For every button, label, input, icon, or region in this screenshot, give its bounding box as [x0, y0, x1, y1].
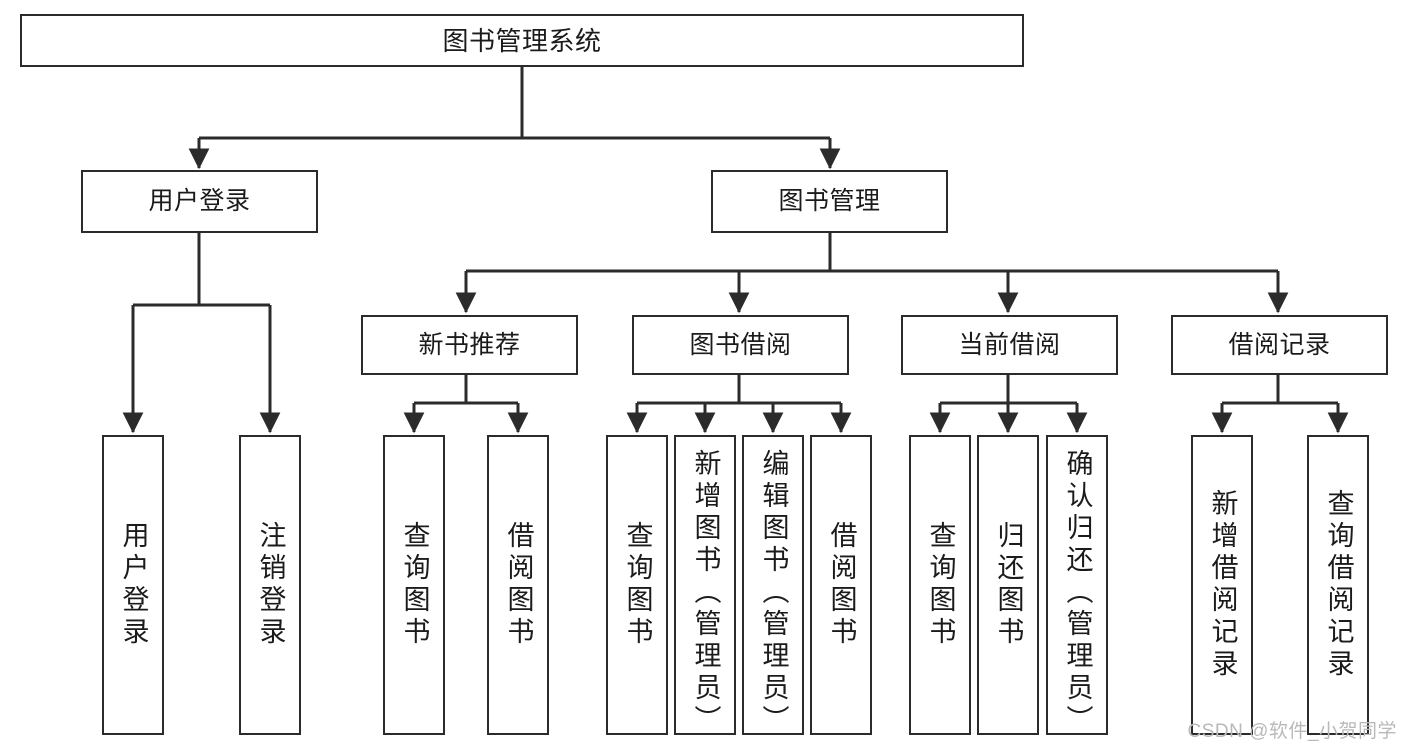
node-leaf-return-book-label: 归还图书 [993, 521, 1024, 649]
node-borrow-record-label: 借阅记录 [1228, 330, 1331, 359]
node-leaf-query-book-3-label: 查询图书 [925, 521, 956, 649]
node-book-manage-label: 图书管理 [778, 187, 881, 215]
node-borrow-record[interactable]: 借阅记录 [1171, 315, 1388, 375]
node-leaf-edit-book-admin-label: 编辑图书（管理员） [758, 449, 789, 737]
node-leaf-borrow-book-2-label: 借阅图书 [826, 521, 857, 649]
node-leaf-add-book-admin[interactable]: 新增图书（管理员） [674, 435, 736, 737]
node-book-borrow-label: 图书借阅 [689, 330, 792, 359]
node-leaf-user-login-label: 用户登录 [118, 521, 149, 649]
node-leaf-borrow-book-1[interactable]: 借阅图书 [487, 435, 549, 735]
node-leaf-borrow-book-1-label: 借阅图书 [503, 521, 534, 649]
node-leaf-logout-login-label: 注销登录 [255, 521, 286, 649]
node-book-borrow[interactable]: 图书借阅 [632, 315, 849, 375]
node-leaf-edit-book-admin[interactable]: 编辑图书（管理员） [742, 435, 804, 737]
node-leaf-query-borrow-record[interactable]: 查询借阅记录 [1307, 435, 1369, 735]
node-user-login[interactable]: 用户登录 [81, 170, 318, 233]
node-book-manage[interactable]: 图书管理 [711, 170, 948, 233]
node-leaf-logout-login[interactable]: 注销登录 [239, 435, 301, 735]
node-leaf-query-book-2[interactable]: 查询图书 [606, 435, 668, 735]
watermark-text: CSDN @软件_小贺同学 [1187, 721, 1397, 742]
node-current-borrow[interactable]: 当前借阅 [901, 315, 1118, 375]
node-leaf-add-borrow-record[interactable]: 新增借阅记录 [1191, 435, 1253, 735]
node-leaf-query-book-1[interactable]: 查询图书 [383, 435, 445, 735]
node-current-borrow-label: 当前借阅 [958, 330, 1061, 359]
node-leaf-add-book-admin-label: 新增图书（管理员） [690, 449, 721, 737]
node-leaf-borrow-book-2[interactable]: 借阅图书 [810, 435, 872, 735]
node-leaf-add-borrow-record-label: 新增借阅记录 [1207, 489, 1238, 681]
node-new-book-recommend[interactable]: 新书推荐 [361, 315, 578, 375]
node-leaf-query-book-3[interactable]: 查询图书 [909, 435, 971, 735]
node-user-login-label: 用户登录 [148, 187, 251, 215]
node-root[interactable]: 图书管理系统 [20, 14, 1024, 67]
node-leaf-return-book[interactable]: 归还图书 [977, 435, 1039, 735]
node-new-book-recommend-label: 新书推荐 [418, 330, 521, 359]
node-root-label: 图书管理系统 [442, 25, 602, 56]
node-leaf-user-login[interactable]: 用户登录 [102, 435, 164, 735]
node-leaf-confirm-return-admin-label: 确认归还（管理员） [1062, 449, 1093, 737]
node-leaf-query-book-2-label: 查询图书 [622, 521, 653, 649]
node-leaf-confirm-return-admin[interactable]: 确认归还（管理员） [1046, 435, 1108, 737]
node-leaf-query-borrow-record-label: 查询借阅记录 [1323, 489, 1354, 681]
node-leaf-query-book-1-label: 查询图书 [399, 521, 430, 649]
